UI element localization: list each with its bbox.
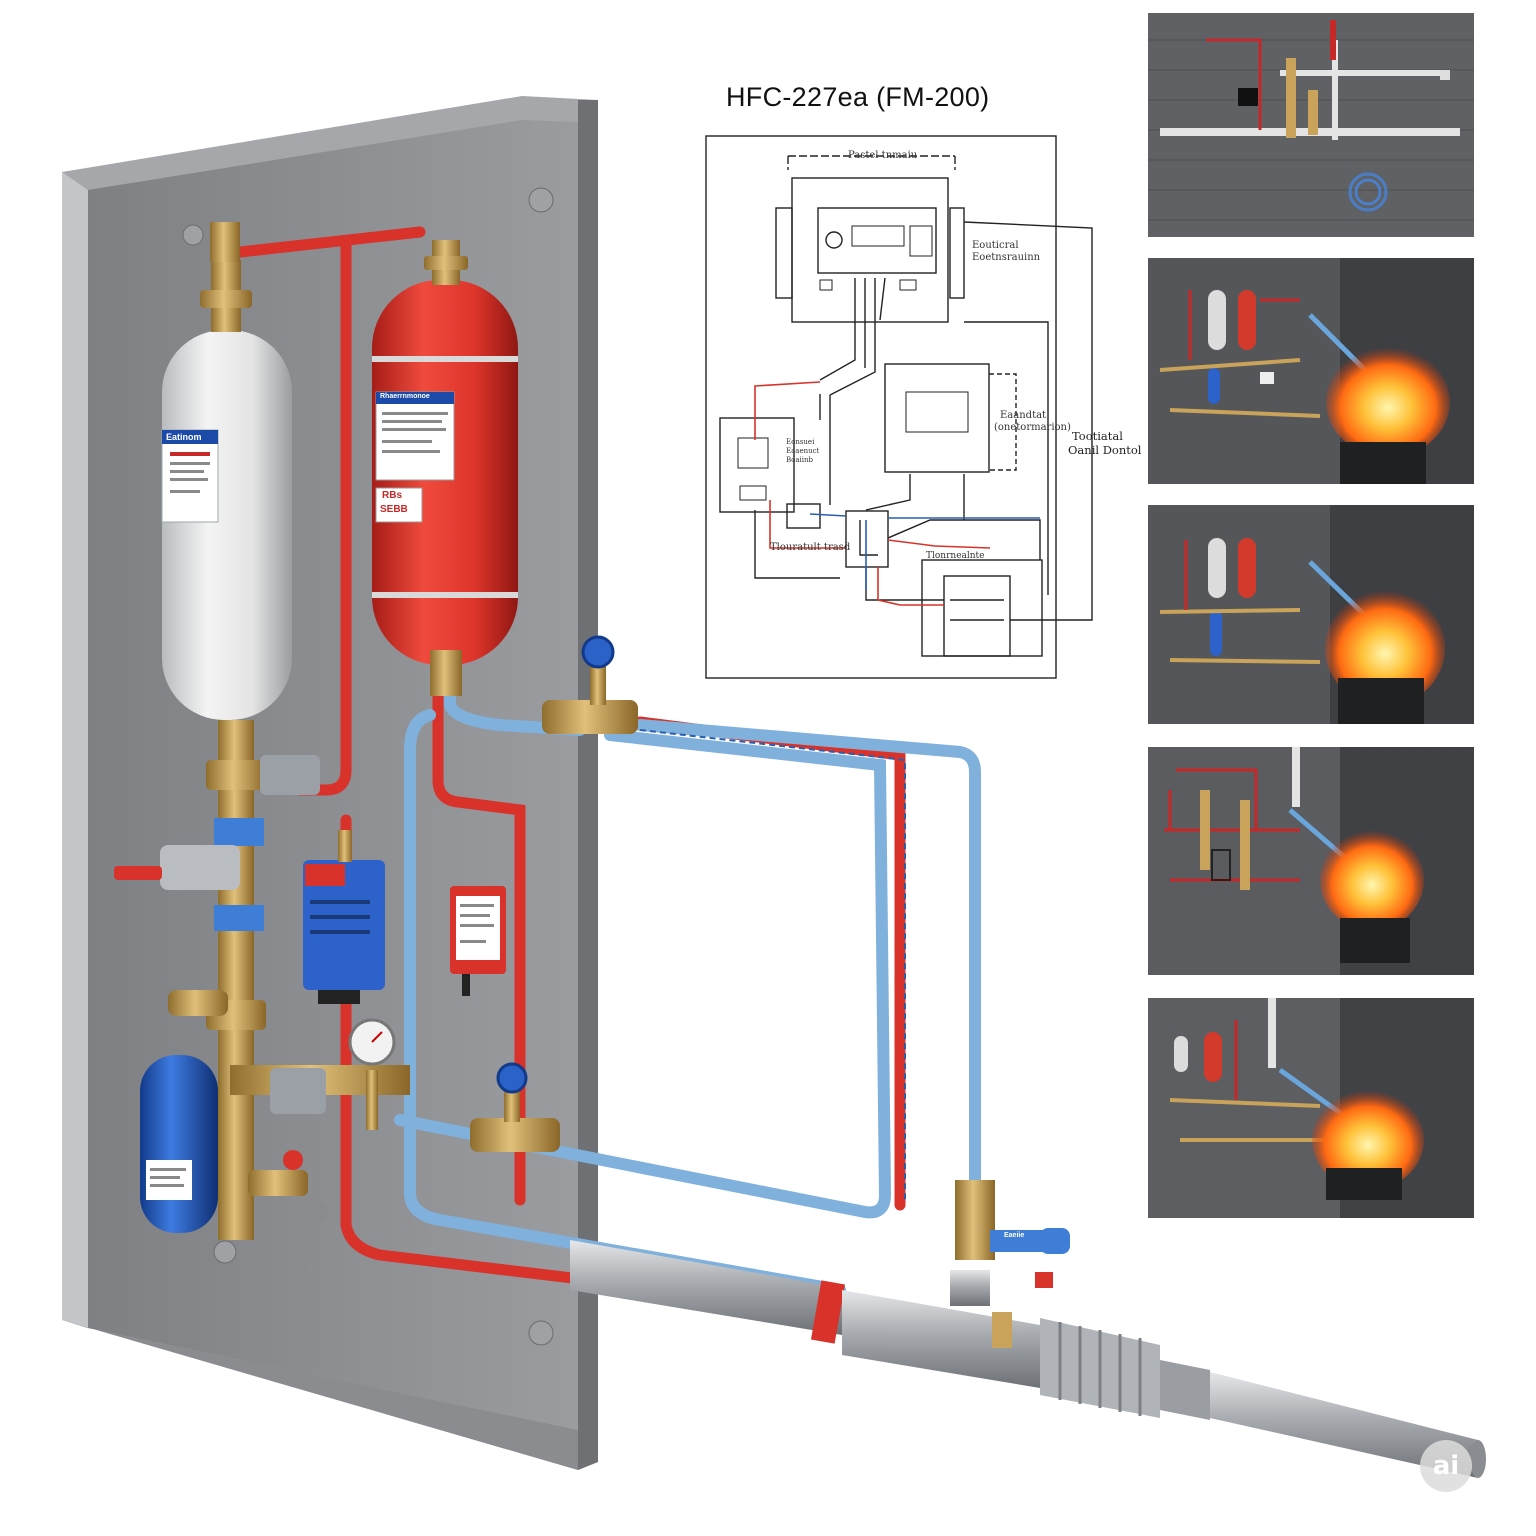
thumbnail-discharge-3 bbox=[1148, 747, 1474, 975]
schematic-label-mid-1: Eaandtat bbox=[1000, 410, 1047, 421]
discharge-nozzle-assembly bbox=[570, 1240, 1486, 1478]
watermark-logo: ai bbox=[1420, 1440, 1472, 1492]
red-tank-badge-2: SEBB bbox=[380, 504, 408, 515]
red-tank-badge-1: RBs bbox=[382, 490, 403, 501]
schematic-label-outer-1: Tootiatal bbox=[1072, 429, 1123, 443]
brass-valve-upper bbox=[542, 635, 638, 734]
brass-valve-right bbox=[955, 1180, 1070, 1260]
thumbnail-piping-wall bbox=[1148, 13, 1474, 237]
white-tank-label: Eatinom bbox=[166, 432, 202, 442]
white-agent-cylinder bbox=[161, 222, 292, 720]
wiring-schematic bbox=[705, 135, 1093, 679]
schematic-label-left-3: Boaiinb bbox=[786, 456, 813, 464]
schematic-label-outer-2: Oanil Dontol bbox=[1068, 443, 1142, 457]
pressure-gauge bbox=[348, 1018, 396, 1130]
blue-pipe-network bbox=[394, 684, 981, 1296]
nozzle-tag: Eaeiie bbox=[1004, 1232, 1025, 1239]
brass-manifold bbox=[114, 720, 410, 1240]
schematic-label-control-1: Eouticral bbox=[972, 240, 1019, 251]
brass-valve-lower bbox=[470, 1062, 560, 1152]
schematic-blue-wires bbox=[809, 513, 1040, 590]
schematic-label-mid-2: (onetormarion) bbox=[994, 422, 1071, 433]
schematic-label-top: Pastel tnmaiu bbox=[848, 150, 918, 161]
schematic-label-left-1: Eonsuei bbox=[786, 438, 815, 446]
schematic-red-wires bbox=[754, 381, 991, 606]
thumbnail-discharge-2 bbox=[1148, 505, 1474, 724]
schematic-label-control-2: Eoetnsrauinn bbox=[972, 252, 1041, 263]
thumbnail-discharge-4 bbox=[1148, 998, 1474, 1218]
red-tank-header: Rhaerrnmonoe bbox=[380, 393, 430, 400]
diagram-title: HFC-227ea (FM-200) bbox=[726, 82, 990, 112]
blue-solenoid-actuator bbox=[303, 830, 385, 1004]
schematic-label-bottom-right: Tlonrnealnte bbox=[926, 551, 985, 561]
thumbnail-discharge-1 bbox=[1148, 258, 1474, 484]
red-agent-cylinder bbox=[372, 240, 518, 696]
cabinet-backplate bbox=[62, 96, 598, 1470]
blue-pilot-cylinder bbox=[140, 1055, 218, 1233]
red-control-module bbox=[450, 886, 506, 996]
schematic-label-bottom-left: Tlouratult trasd bbox=[770, 542, 851, 553]
schematic-label-left-2: Eaaenuct bbox=[786, 447, 820, 455]
